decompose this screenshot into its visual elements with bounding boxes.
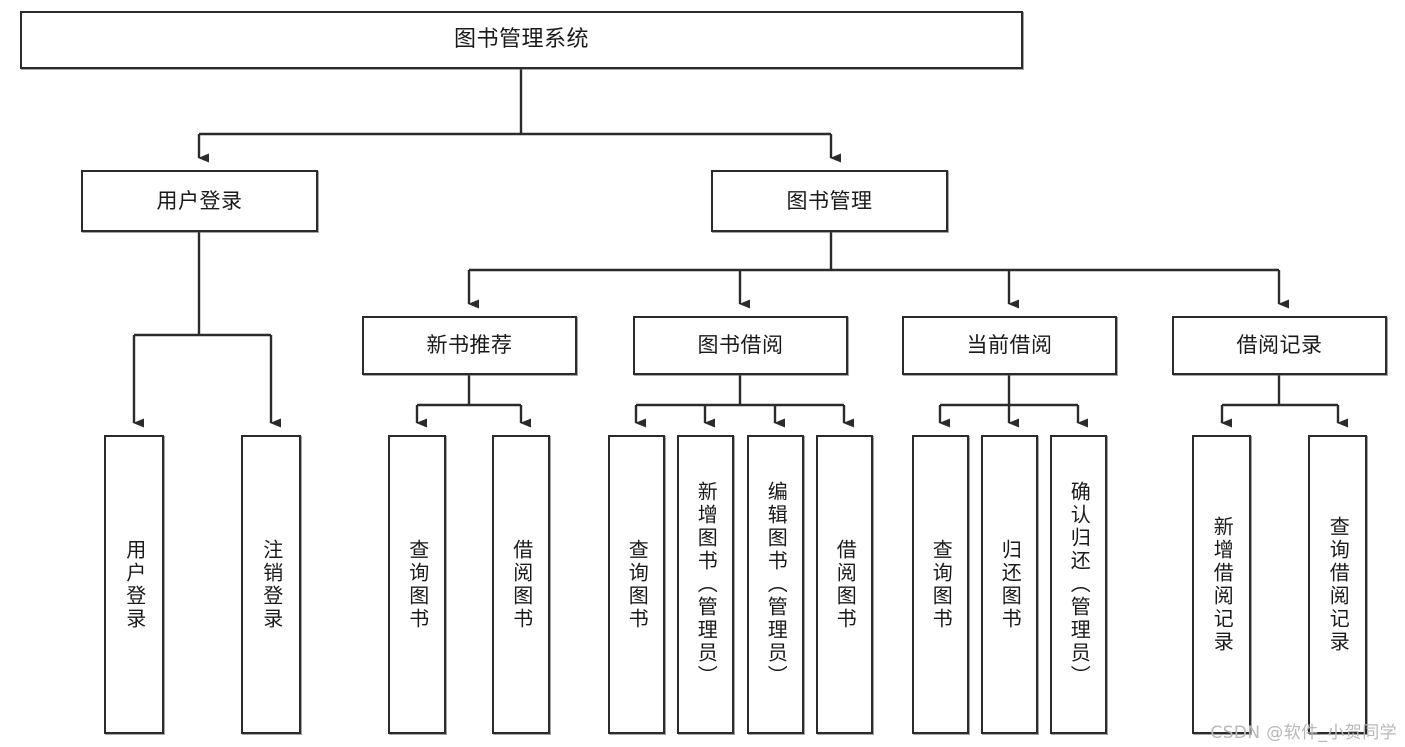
watermark-text: CSDN @软件_小贺同学 <box>1210 723 1397 743</box>
node-user-login[interactable]: 用户登录 <box>81 170 318 232</box>
leaf-add-book-admin[interactable]: 新增图书（管理员） <box>677 435 734 734</box>
leaf-confirm-return-admin[interactable]: 确认归还（管理员） <box>1050 435 1107 734</box>
leaf-query-book-borrow[interactable]: 查询图书 <box>608 435 665 734</box>
node-label: 当前借阅 <box>966 333 1053 358</box>
leaf-return-book[interactable]: 归还图书 <box>981 435 1038 734</box>
node-book-management[interactable]: 图书管理 <box>711 170 948 232</box>
node-label: 借阅图书 <box>509 538 534 631</box>
node-label: 查询借阅记录 <box>1326 515 1351 654</box>
node-label: 用户登录 <box>156 188 243 213</box>
node-new-book-recommend[interactable]: 新书推荐 <box>362 316 577 375</box>
node-label: 新增借阅记录 <box>1210 515 1235 654</box>
node-label: 图书管理系统 <box>453 27 589 53</box>
node-book-borrow[interactable]: 图书借阅 <box>633 316 848 375</box>
leaf-add-borrow-record[interactable]: 新增借阅记录 <box>1192 435 1251 734</box>
node-label: 新书推荐 <box>426 333 513 358</box>
node-root-system[interactable]: 图书管理系统 <box>20 11 1023 69</box>
node-label: 查询图书 <box>405 538 430 631</box>
leaf-query-book-recommend[interactable]: 查询图书 <box>388 435 446 734</box>
node-label: 查询图书 <box>929 538 954 631</box>
node-label: 图书管理 <box>786 188 873 213</box>
leaf-query-book-current[interactable]: 查询图书 <box>912 435 969 734</box>
node-label: 确认归还（管理员） <box>1067 481 1092 688</box>
node-label: 用户登录 <box>122 538 147 631</box>
leaf-user-logout[interactable]: 注销登录 <box>241 435 301 734</box>
leaf-borrow-book-recommend[interactable]: 借阅图书 <box>492 435 550 734</box>
node-label: 借阅图书 <box>833 538 858 631</box>
node-label: 注销登录 <box>259 538 284 631</box>
leaf-query-borrow-record[interactable]: 查询借阅记录 <box>1308 435 1367 734</box>
node-label: 借阅记录 <box>1236 333 1323 358</box>
leaf-edit-book-admin[interactable]: 编辑图书（管理员） <box>747 435 804 734</box>
node-label: 查询图书 <box>625 538 650 631</box>
node-label: 编辑图书（管理员） <box>764 481 789 688</box>
node-current-borrow[interactable]: 当前借阅 <box>902 316 1117 375</box>
leaf-user-login[interactable]: 用户登录 <box>104 435 164 734</box>
node-label: 新增图书（管理员） <box>694 481 719 688</box>
node-label: 归还图书 <box>998 538 1023 631</box>
leaf-borrow-book[interactable]: 借阅图书 <box>816 435 873 734</box>
node-borrow-record[interactable]: 借阅记录 <box>1172 316 1387 375</box>
node-label: 图书借阅 <box>697 333 784 358</box>
